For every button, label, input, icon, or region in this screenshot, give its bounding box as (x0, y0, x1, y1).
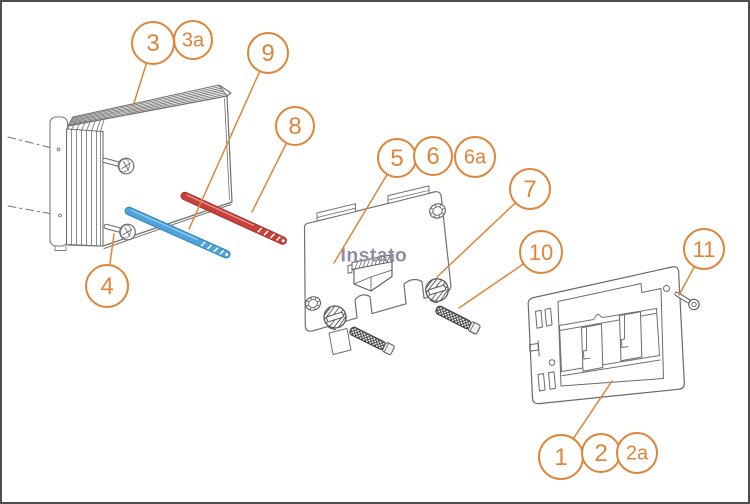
plate-hook-tab (328, 328, 352, 355)
knurled-screw-right (429, 203, 446, 219)
svg-text:3a: 3a (182, 30, 205, 52)
svg-text:10: 10 (529, 240, 553, 265)
leader-4 (109, 233, 115, 266)
svg-text:11: 11 (693, 237, 716, 262)
terminal-pocket (347, 254, 394, 292)
slotted-knob-left (323, 305, 347, 330)
callout-3: 3 (131, 21, 175, 65)
spring-flap-left (581, 323, 604, 372)
leader-10 (458, 263, 525, 309)
callout-6: 6 (413, 136, 453, 176)
callout-10: 10 (519, 230, 563, 274)
frame-recess (557, 283, 664, 387)
svg-text:2: 2 (594, 440, 607, 467)
svg-text:6: 6 (426, 143, 439, 170)
svg-text:9: 9 (261, 40, 274, 67)
leader-3 (132, 62, 148, 107)
projection-line-top (7, 136, 53, 149)
leader-5 (333, 173, 388, 264)
fixing-screw-top (102, 157, 135, 175)
control-unit (7, 84, 233, 251)
plate-clip-tabs (316, 185, 430, 222)
unit-body (65, 84, 233, 249)
svg-text:3: 3 (146, 30, 159, 57)
spring-flap-right (619, 311, 643, 362)
svg-text:8: 8 (288, 113, 301, 140)
leader-7 (436, 202, 517, 278)
leader-1 (572, 380, 613, 440)
frame-side-details (529, 285, 670, 392)
callout-3a: 3a (173, 20, 213, 60)
svg-text:5: 5 (390, 145, 403, 172)
mounting-plate (303, 185, 452, 355)
leader-8 (251, 142, 288, 213)
knurled-screw-left (304, 296, 322, 311)
bezel-frame (49, 116, 69, 251)
callouts: 3 3a 9 8 5 6 6a 7 (85, 20, 725, 480)
callout-11: 11 (683, 228, 725, 270)
callout-7: 7 (509, 168, 551, 210)
svg-text:2a: 2a (626, 443, 649, 465)
threaded-stud-right (435, 305, 481, 335)
callout-2: 2 (581, 433, 621, 473)
leader-11 (678, 265, 696, 296)
callout-5: 5 (377, 138, 417, 178)
threaded-stud-left (349, 326, 395, 356)
leader-lines (109, 62, 696, 440)
svg-text:1: 1 (554, 444, 567, 471)
watermark-text: Instato (341, 245, 408, 267)
marker-pen-blue (124, 206, 231, 259)
callout-2a: 2a (616, 432, 658, 474)
callout-4: 4 (85, 264, 129, 308)
leader-9 (188, 70, 261, 230)
svg-text:6a: 6a (464, 147, 487, 169)
svg-text:7: 7 (523, 176, 536, 203)
callout-8: 8 (275, 106, 315, 146)
svg-text:4: 4 (100, 273, 113, 300)
fixing-screw-bottom (103, 223, 136, 241)
slotted-knob-right (425, 278, 449, 304)
callout-6a: 6a (454, 136, 496, 178)
callout-9: 9 (247, 32, 289, 74)
marker-pen-red (180, 191, 287, 245)
wall-frame (527, 266, 685, 405)
callout-1: 1 (538, 434, 584, 480)
